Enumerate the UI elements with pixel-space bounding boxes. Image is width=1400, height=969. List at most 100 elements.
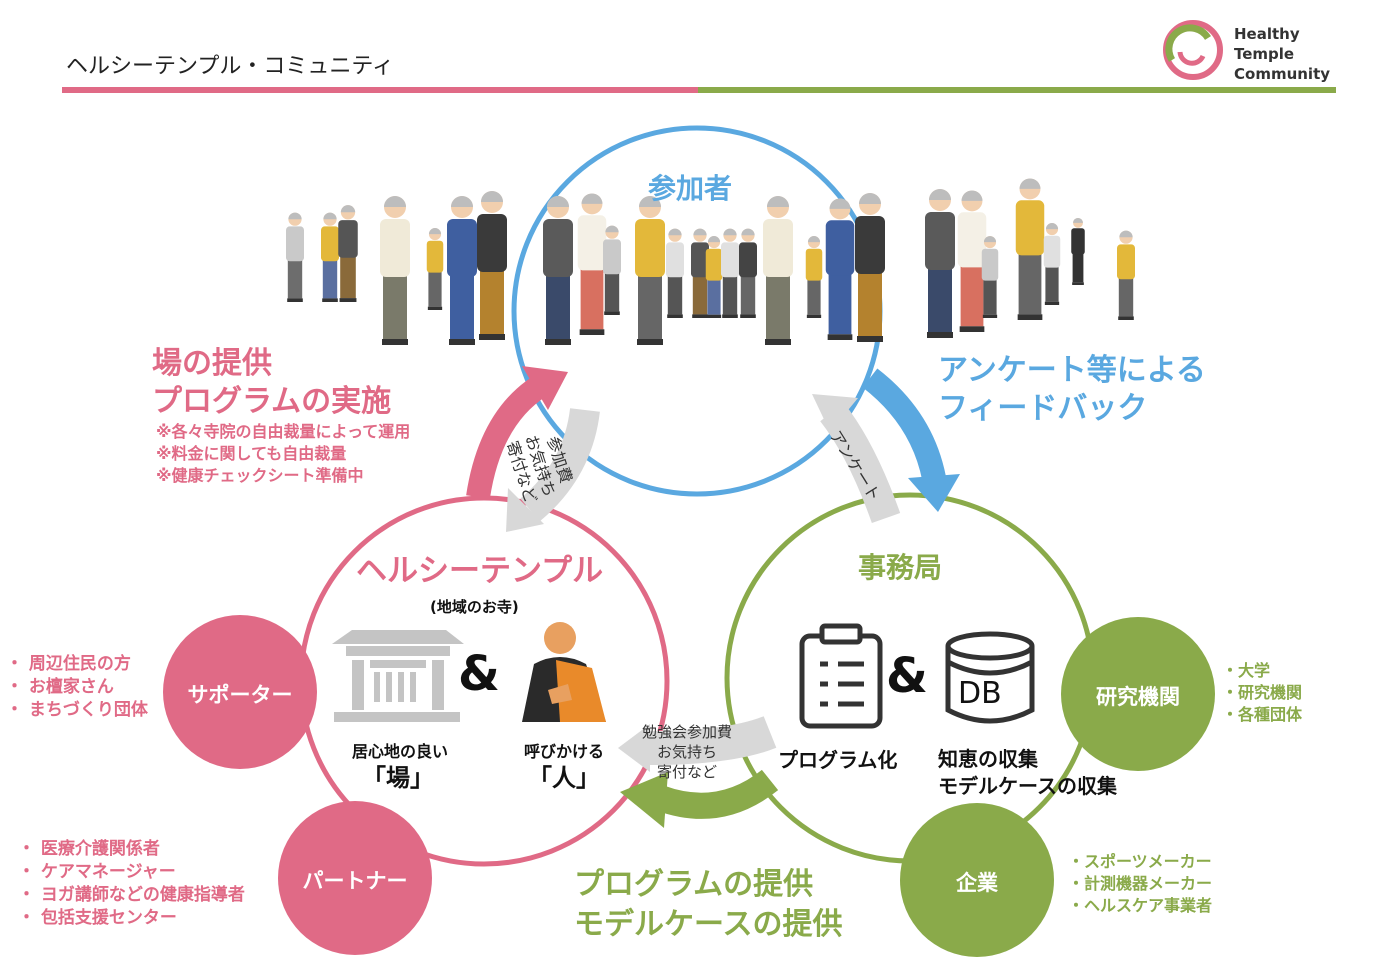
temple-ampersand: & [458,646,500,702]
study-arrow-text: 勉強会参加費 お気持ち 寄付など [642,722,732,782]
left-callout: 場の提供 プログラムの実施 ※各々寺院の自由裁量によって運用 ※料金に関しても自… [152,345,410,487]
left-callout-note: ※各々寺院の自由裁量によって運用 [156,422,411,441]
database-icon [945,631,1035,724]
temple-title: ヘルシーテンプル [356,553,604,589]
research-circle [1061,617,1215,771]
left-callout-heading: 場の提供 [152,346,272,381]
place-word: 「場」 [362,764,434,792]
person-figure [925,189,955,338]
person-figure [477,191,507,340]
person-word: 「人」 [528,764,600,792]
study-arrow-line: 勉強会参加費 [642,723,733,741]
company-circle [900,803,1054,957]
person-figure [543,196,573,345]
db-label: DB [958,676,1002,711]
partner-label: パートナー [302,869,408,893]
list-item: ・研究機関 [1222,683,1303,702]
research-list: ・大学 ・研究機関 ・各種団体 [1222,660,1302,726]
list-item: ・ お檀家さん [6,677,114,697]
study-gray-arrow-icon [618,716,777,772]
person-figure [338,205,358,302]
person-figure [577,193,607,335]
person-figure [447,196,477,345]
logo-text: Healthy Temple Community [1234,24,1330,84]
bottom-callout-heading: モデルケースの提供 [574,907,843,942]
person-figure [825,198,855,340]
place-label: 居心地の良い [351,742,448,761]
person-figure [957,190,987,332]
left-callout-note: ※料金に関しても自由裁量 [156,444,347,463]
logo-swirl-icon [1163,20,1223,80]
supporter-label: サポーター [187,683,293,707]
person-figure [426,228,444,310]
fee-gray-arrow-icon [506,407,600,532]
person-figure [1071,217,1085,285]
person-figure [1117,230,1135,320]
study-arrow-line: お気持ち [657,743,718,761]
pink-arrow-icon [466,366,568,499]
program-label: プログラム化 [778,748,898,772]
person-figure [705,236,723,318]
list-item: ・各種団体 [1222,705,1303,724]
list-item: ・ヘルスケア事業者 [1068,896,1213,915]
person-figure [603,225,621,315]
person-figure [805,236,823,318]
person-figure [739,228,757,318]
temple-gate-icon [332,630,464,722]
person-figure [380,196,410,345]
right-callout-heading: アンケート等による [938,353,1206,388]
person-figure [286,212,304,302]
participants-crowd-illustration [286,178,1135,345]
list-item: ・ 包括支援センター [18,908,177,928]
knowledge-line: 知恵の収集 [938,747,1038,771]
supporter-list: ・ 周辺住民の方 ・ お檀家さん ・ まちづくり団体 [6,653,148,722]
temple-subtitle: (地域のお寺) [430,598,519,616]
person-figure [981,236,999,318]
list-item: ・ ヨガ講師などの健康指導者 [18,885,245,905]
right-callout-heading: フィードバック [938,391,1148,426]
person-figure [691,228,709,318]
survey-gray-arrow-icon [812,394,901,523]
list-item: ・ ケアマネージャー [18,862,176,882]
person-figure [855,193,885,342]
header-divider-green [698,87,1336,93]
list-item: ・大学 [1222,661,1271,680]
knowledge-label: 知恵の収集 モデルケースの収集 [938,746,1117,800]
list-item: ・ 医療介護関係者 [18,839,160,859]
supporter-circle [163,615,317,769]
partner-circle [278,801,432,955]
person-label: 呼びかける [523,742,604,761]
bottom-callout-heading: プログラムの提供 [574,867,814,902]
header-divider-pink [62,87,698,93]
logo-line: Community [1234,65,1331,83]
blue-arrow-icon [862,368,960,512]
green-arrow-icon [620,769,779,828]
list-item: ・計測機器メーカー [1068,874,1213,893]
logo-line: Temple [1234,45,1295,63]
person-figure [321,212,339,302]
person-figure [763,196,793,345]
list-item: ・ 周辺住民の方 [6,654,131,674]
list-item: ・スポーツメーカー [1068,852,1212,871]
left-callout-heading: プログラムの実施 [152,384,392,419]
company-list: ・スポーツメーカー ・計測機器メーカー ・ヘルスケア事業者 [1068,851,1212,917]
partner-list: ・ 医療介護関係者 ・ ケアマネージャー ・ ヨガ講師などの健康指導者 ・ 包括… [18,838,245,930]
left-callout-note: ※健康チェックシート準備中 [156,466,364,485]
person-figure [1015,178,1045,320]
bottom-callout: プログラムの提供 モデルケースの提供 [574,865,843,945]
study-arrow-line: 寄付など [657,763,718,781]
company-label: 企業 [956,871,998,895]
person-figure [635,196,665,345]
person-figure [666,228,684,318]
research-label: 研究機関 [1096,685,1180,709]
person-figure [721,228,739,318]
monk-icon [522,622,606,722]
person-figure [1043,223,1061,305]
logo-line: Healthy [1234,25,1300,43]
clipboard-icon [799,623,883,729]
list-item: ・ まちづくり団体 [6,700,148,720]
office-title: 事務局 [858,551,943,584]
right-callout: アンケート等による フィードバック [938,352,1206,428]
knowledge-line: モデルケースの収集 [938,774,1117,798]
